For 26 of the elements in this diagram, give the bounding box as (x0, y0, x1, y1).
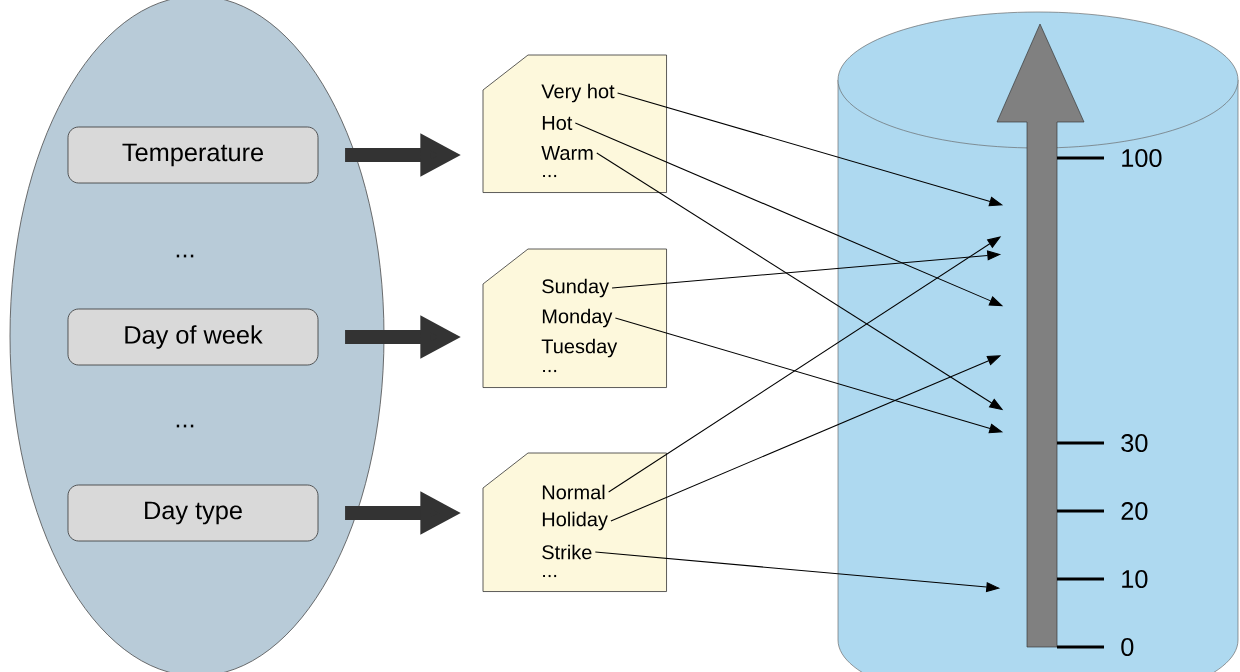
cylinder (837, 11, 1239, 672)
value-text: Hot (542, 116, 573, 130)
value-text: Holiday (542, 511, 608, 531)
document-shape (482, 54, 667, 193)
label-box: Temperature (67, 126, 319, 184)
value-text: Tuesday (541, 338, 618, 358)
tick-label: 100 (1122, 149, 1162, 167)
value-text: ... (543, 369, 557, 373)
value-text: Warm (541, 146, 593, 160)
document-shape (482, 248, 667, 388)
tick-label: 0 (1121, 638, 1134, 656)
document-shape (482, 452, 667, 592)
tick-label: 20 (1121, 502, 1148, 520)
value-text: ... (543, 574, 557, 578)
value-text: Monday (542, 308, 613, 328)
tick-label: 30 (1121, 434, 1148, 452)
value-text: Normal (542, 484, 605, 500)
tick-label: 10 (1122, 570, 1148, 588)
ellipsis-text: ... (176, 424, 194, 428)
value-text: Very hot (541, 83, 615, 103)
value-text: Sunday (542, 278, 610, 298)
label-box: Day type (67, 484, 319, 542)
value-text: Strike (542, 544, 592, 560)
value-text: ... (543, 174, 557, 178)
ellipsis-text: ... (176, 254, 194, 258)
label-box: Day of week (67, 308, 319, 366)
